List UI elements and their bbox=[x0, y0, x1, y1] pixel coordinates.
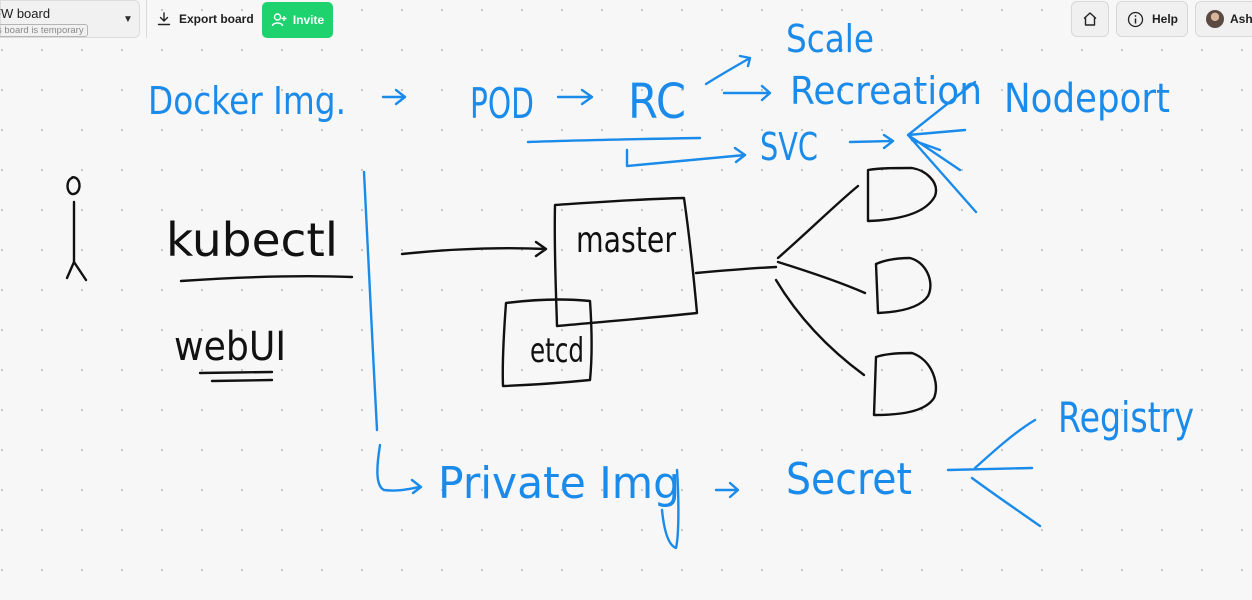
label-nodeport: Nodeport bbox=[1004, 76, 1170, 122]
underline-webui bbox=[198, 370, 274, 383]
user-figure bbox=[65, 176, 88, 282]
arrow-pod-to-rc bbox=[556, 88, 594, 106]
label-recreation: Recreation bbox=[790, 69, 982, 113]
chevron-down-icon[interactable]: ▼ bbox=[123, 14, 133, 25]
arrow-to-private-img bbox=[376, 443, 423, 495]
board-selector[interactable]: FW board s board is temporary ▼ bbox=[0, 0, 140, 38]
etcd-box bbox=[501, 298, 593, 388]
worker-node-1 bbox=[866, 166, 938, 223]
home-button[interactable] bbox=[1071, 1, 1109, 37]
label-webui: webUI bbox=[174, 324, 286, 370]
arrow-docker-to-pod bbox=[381, 88, 407, 106]
descender-img-g bbox=[660, 468, 680, 550]
underline-pod-rc bbox=[526, 136, 702, 144]
arrow-private-to-secret bbox=[714, 481, 740, 499]
user-name: Ashu bbox=[1230, 12, 1252, 26]
arrow-kubectl-to-master bbox=[400, 240, 548, 258]
home-icon bbox=[1083, 12, 1097, 26]
label-secret: Secret bbox=[786, 454, 912, 505]
fan-lines-registry bbox=[946, 418, 1042, 528]
board-temporary-note: s board is temporary bbox=[0, 24, 88, 37]
branch-node-bottom bbox=[774, 278, 866, 377]
arrow-svc-to-nodes bbox=[848, 133, 895, 150]
board-title[interactable]: FW board bbox=[0, 6, 51, 21]
invite-label: Invite bbox=[292, 13, 325, 27]
branch-node-middle bbox=[776, 260, 867, 295]
access-boundary-line bbox=[362, 170, 379, 432]
label-svc: SVC bbox=[760, 125, 818, 169]
fan-lines-svc bbox=[906, 80, 978, 214]
info-icon bbox=[1127, 11, 1144, 27]
arrow-rc-to-scale bbox=[704, 54, 752, 86]
worker-node-3 bbox=[872, 351, 938, 417]
master-node-box bbox=[553, 196, 699, 328]
help-label: Help bbox=[1152, 12, 1179, 26]
label-private-img: Private Img bbox=[438, 458, 680, 509]
export-board-label: Export board bbox=[179, 12, 254, 26]
arrow-to-svc bbox=[625, 146, 747, 168]
label-pod: POD bbox=[470, 79, 534, 128]
user-menu-button[interactable]: Ashu bbox=[1195, 1, 1252, 37]
connector-master-to-nodes bbox=[694, 265, 778, 275]
underline-kubectl bbox=[179, 275, 354, 283]
label-registry: Registry bbox=[1058, 393, 1194, 442]
arrow-rc-to-recreation bbox=[722, 84, 772, 102]
label-etcd: etcd bbox=[530, 331, 584, 371]
label-rc: RC bbox=[628, 74, 686, 130]
download-icon bbox=[157, 12, 171, 26]
label-scale: Scale bbox=[786, 17, 874, 61]
avatar bbox=[1206, 10, 1224, 28]
label-docker-img: Docker Img. bbox=[148, 79, 346, 123]
export-board-button[interactable]: Export board bbox=[146, 0, 254, 38]
add-user-icon bbox=[271, 13, 287, 27]
help-button[interactable]: Help bbox=[1116, 1, 1188, 37]
worker-node-2 bbox=[874, 256, 932, 315]
branch-node-top bbox=[776, 184, 860, 260]
label-kubectl: kubectl bbox=[166, 213, 338, 267]
label-master: master bbox=[576, 220, 676, 261]
invite-button[interactable]: Invite bbox=[262, 2, 333, 38]
